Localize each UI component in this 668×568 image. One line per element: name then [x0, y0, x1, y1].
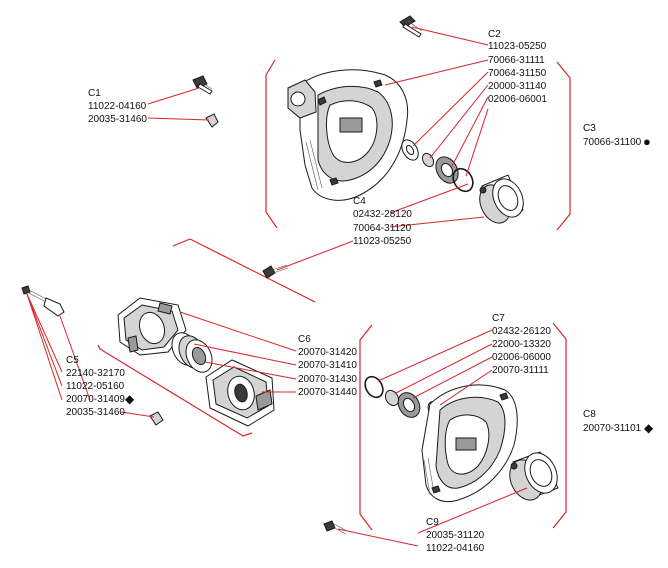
c8-assembly: 20070-31101 [583, 423, 642, 434]
lower-snap-ring-part [364, 375, 384, 399]
c1-code: C1 [88, 88, 101, 99]
bracket-upper-right [556, 61, 571, 231]
c2-code: C2 [488, 29, 501, 40]
bracket-upper-left [265, 59, 278, 229]
c6-part-3: 20070-31430 [298, 374, 357, 385]
upper-drum-part [479, 174, 524, 224]
c2-part-5: 02006-06001 [488, 94, 547, 105]
clamp-spring-part [171, 332, 213, 373]
c3-assembly-marker: ● [643, 134, 651, 149]
lower-washer-part [384, 389, 400, 407]
c6-part-2: 20070-31410 [298, 360, 357, 371]
bracket-lower-right [552, 322, 567, 529]
bracket-middle-top [172, 238, 316, 303]
c2-part-1: 11023-05250 [488, 41, 547, 52]
c8-code: C8 [583, 409, 596, 420]
bolt-c2-part [399, 15, 423, 38]
lower-drum-part [509, 451, 559, 501]
c4-part-2: 70064-31120 [353, 223, 412, 234]
c5-part-4: 20035-31460 [66, 407, 125, 418]
clamp-housing-part [117, 297, 187, 356]
lower-case-housing-part [421, 384, 518, 503]
c3-assembly: 70066-31100 [583, 137, 642, 148]
lower-bearing-part [397, 392, 421, 418]
c7-part-4: 20070-31111 [492, 365, 549, 376]
bracket-lower-left [359, 324, 373, 531]
screw-c5-part [21, 285, 65, 317]
c9-part-1: 20035-31120 [426, 530, 485, 541]
c4-part-3: 11023-05250 [353, 236, 412, 247]
c6-code: C6 [298, 334, 311, 345]
c2-part-3: 70064-31150 [488, 68, 547, 79]
c2-part-2: 70066-31111 [488, 55, 545, 66]
c1-part-1: 11022-04160 [88, 101, 147, 112]
nut-c5-part [149, 411, 164, 426]
c5-code: C5 [66, 355, 79, 366]
c9-part-2: 11022-04160 [426, 543, 485, 554]
clip-c1-part [205, 113, 219, 128]
leader-lines [26, 26, 528, 547]
c3-code: C3 [583, 123, 596, 134]
c5-kit-marker: ◆ [125, 392, 135, 406]
c5-part-3: 20070-31409 [66, 394, 125, 405]
bolt-c1-part [192, 75, 213, 95]
c4-code: C4 [353, 196, 366, 207]
c5-part-2: 11022-05160 [66, 381, 125, 392]
c2-part-4: 20000-31140 [488, 81, 547, 92]
c6-part-1: 20070-31420 [298, 347, 357, 358]
c1-part-2: 20035-31460 [88, 114, 147, 125]
c7-part-3: 02006-06000 [492, 352, 551, 363]
upper-case-housing-part [287, 69, 409, 201]
upper-snap-ring-part [452, 167, 474, 193]
c5-part-1: 22140-32170 [66, 368, 125, 379]
bracket-middle-bottom [97, 344, 253, 437]
c7-part-2: 22000-13320 [492, 339, 551, 350]
bolt-c4-part [262, 264, 289, 279]
c9-code: C9 [426, 517, 439, 528]
c8-assembly-marker: ◆ [644, 421, 654, 435]
c6-part-4: 20070-31440 [298, 387, 357, 398]
bolt-c9-part [323, 520, 348, 535]
c7-part-1: 02432-26120 [492, 326, 551, 337]
clamp-collar-part [205, 359, 275, 427]
c7-code: C7 [492, 313, 505, 324]
c4-part-1: 02432-28120 [353, 209, 412, 220]
